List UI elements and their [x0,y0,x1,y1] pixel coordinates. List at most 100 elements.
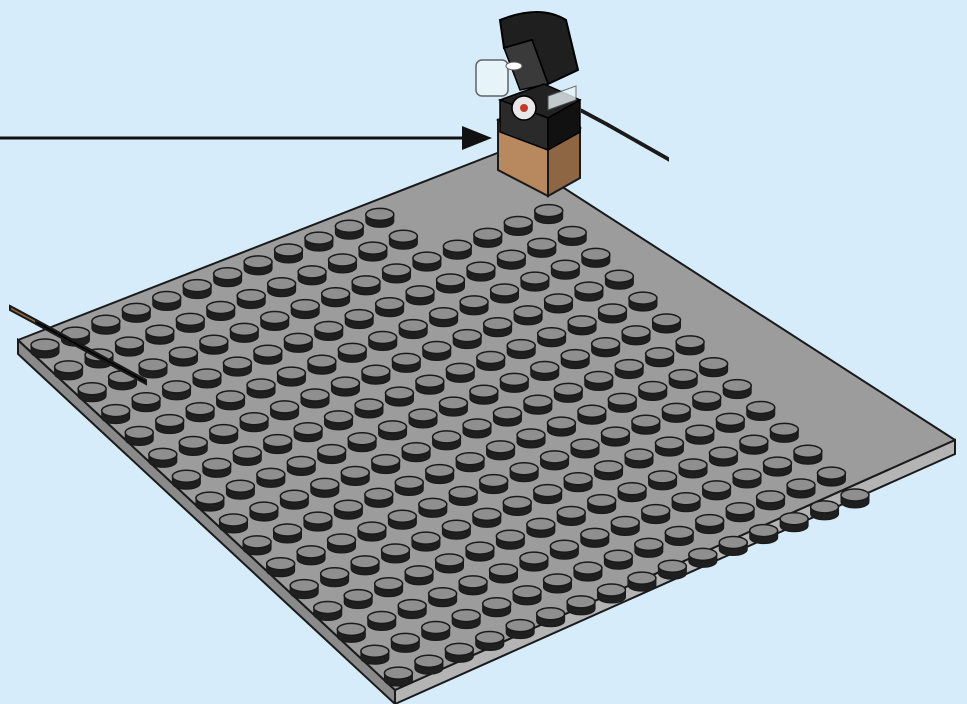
baseplate-stud [102,405,130,424]
baseplate-stud [433,431,461,450]
baseplate-stud [622,326,650,345]
baseplate-stud [385,387,413,406]
baseplate-stud [642,505,670,524]
baseplate-stud [703,481,731,500]
baseplate-stud [581,528,609,547]
baseplate-stud [368,612,396,631]
baseplate-stud [207,302,235,321]
trans-stud [506,62,522,70]
baseplate-stud [261,312,289,331]
baseplate-stud [176,313,204,332]
baseplate-stud [402,443,430,462]
baseplate-stud [361,645,389,664]
baseplate-stud [538,328,566,347]
baseplate-stud [244,256,272,275]
baseplate-stud [629,292,657,311]
baseplate-stud [223,357,251,376]
baseplate-stud [635,538,663,557]
baseplate-stud [780,513,808,532]
baseplate-stud [655,437,683,456]
baseplate-stud [125,427,153,446]
baseplate-stud [412,532,440,551]
baseplate-stud [250,502,278,521]
baseplate-stud [588,495,616,514]
baseplate-stud [334,500,362,519]
baseplate-stud [217,391,245,410]
baseplate-stud [186,403,214,422]
baseplate-stud [496,530,524,549]
baseplate-stud [274,524,302,543]
baseplate-stud [443,240,471,259]
baseplate-stud [662,403,690,422]
baseplate-stud [430,308,458,327]
baseplate-stud [615,360,643,379]
baseplate-stud [183,280,211,299]
baseplate-stud [672,493,700,512]
baseplate-stud [605,270,633,289]
arrow-head [462,126,492,150]
baseplate-stud [817,467,845,486]
baseplate-stud [504,217,532,236]
baseplate-stud [337,623,365,642]
baseplate-stud [487,441,515,460]
brick-back-corner-1x2-front [608,124,668,160]
baseplate-stud [422,622,450,641]
baseplate-stud [473,508,501,527]
baseplate-stud [541,451,569,470]
baseplate-stud [78,383,106,402]
callout-arrow [0,126,492,150]
baseplate-stud [453,330,481,349]
baseplate-stud [676,336,704,355]
baseplate-stud [841,489,869,508]
baseplate-stud [384,667,412,686]
baseplate-stud [709,447,737,466]
baseplate-stud [382,544,410,563]
baseplate-stud [632,415,660,434]
baseplate-stud [314,602,342,621]
baseplate-stud [398,600,426,619]
baseplate-stud [31,339,59,358]
baseplate-stud [341,467,369,486]
baseplate-stud [719,537,747,556]
baseplate-stud [575,282,603,301]
baseplate-stud [391,633,419,652]
baseplate-stud [466,542,494,561]
baseplate-stud [491,284,519,303]
baseplate-stud [665,527,693,546]
baseplate-stud [423,342,451,361]
baseplate-stud [794,445,822,464]
baseplate-stud [358,522,386,541]
baseplate-stud [646,348,674,367]
baseplate-stud [449,487,477,506]
baseplate-stud [328,534,356,553]
baseplate-stud [474,228,502,247]
baseplate-stud [301,389,329,408]
baseplate-stud [693,392,721,411]
baseplate-stud [558,227,586,246]
baseplate-stud [733,469,761,488]
baseplate-stud [419,498,447,517]
baseplate-stud [493,407,521,426]
baseplate-stud [405,566,433,585]
baseplate-stud [463,419,491,438]
baseplate-stud [375,578,403,597]
brick-left-1x4-side [10,306,36,324]
baseplate-stud [535,205,563,224]
baseplate-stud [628,572,656,591]
baseplate-stud [294,423,322,442]
baseplate-stud [716,413,744,432]
baseplate-stud [618,483,646,502]
baseplate-stud [639,382,667,401]
baseplate-stud [544,574,572,593]
baseplate-stud [284,333,312,352]
baseplate-stud [545,294,573,313]
baseplate-stud [480,475,508,494]
baseplate-stud [351,556,379,575]
baseplate-stud [335,220,363,239]
baseplate-stud [506,620,534,639]
baseplate-stud [696,515,724,534]
baseplate-stud [392,353,420,372]
baseplate-stud [700,358,728,377]
baseplate-stud [608,393,636,412]
baseplate-stud [179,437,207,456]
